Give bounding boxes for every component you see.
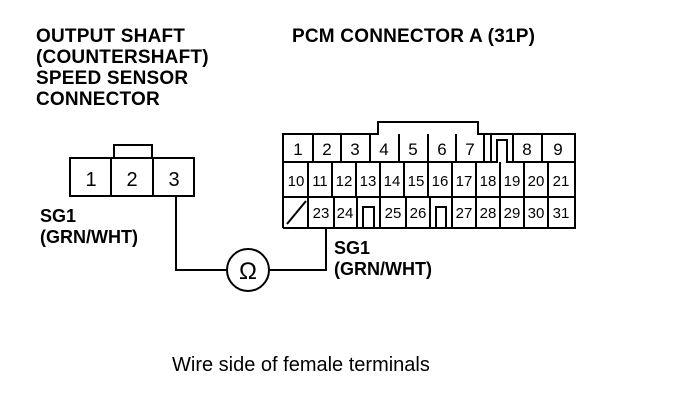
sensor-connector-title: OUTPUT SHAFT (COUNTERSHAFT) SPEED SENSOR… bbox=[36, 26, 209, 110]
test-wiring bbox=[175, 196, 327, 292]
pcm-pin-label: 31 bbox=[553, 205, 570, 222]
pcm-pin-label: 6 bbox=[437, 140, 446, 159]
pcm-pin-label: 15 bbox=[408, 173, 425, 190]
pcm-pin-label: 17 bbox=[456, 173, 473, 190]
pcm-pin-label: 26 bbox=[410, 205, 427, 222]
pcm-pin-label: 29 bbox=[504, 205, 521, 222]
pcm-pin-label: 8 bbox=[522, 140, 531, 159]
sensor-pin-1: 1 bbox=[85, 169, 96, 191]
sensor-pin-labels: 1 2 3 bbox=[85, 169, 179, 191]
sensor-title-line: OUTPUT SHAFT bbox=[36, 26, 186, 47]
pcm-row-2-labels: 10 11 12 13 14 15 16 17 18 19 20 21 bbox=[288, 173, 570, 190]
pcm-pin-label: 23 bbox=[313, 205, 330, 222]
pcm-pin-label: 18 bbox=[480, 173, 497, 190]
sensor-connector-latch bbox=[113, 144, 153, 159]
sensor-test-lead bbox=[175, 196, 226, 271]
wire-label-line: (GRN/WHT) bbox=[40, 227, 138, 247]
pcm-pin-label: 3 bbox=[350, 140, 359, 159]
pcm-pin-label: 14 bbox=[384, 173, 401, 190]
pcm-wire-label: SG1 (GRN/WHT) bbox=[334, 238, 432, 280]
pcm-pin-label: 13 bbox=[360, 173, 377, 190]
pcm-pin-label: 25 bbox=[385, 205, 402, 222]
ohmmeter-symbol bbox=[226, 248, 270, 292]
pcm-pin-label: 12 bbox=[336, 173, 353, 190]
wire-label-line: SG1 bbox=[40, 206, 77, 226]
sensor-title-line: SPEED SENSOR bbox=[36, 68, 189, 89]
wire-label-line: SG1 bbox=[334, 238, 371, 258]
pcm-pin-label: 4 bbox=[379, 140, 388, 159]
sensor-title-line: (COUNTERSHAFT) bbox=[36, 47, 209, 68]
pcm-pin-label: 10 bbox=[288, 173, 305, 190]
pcm-pin-label: 7 bbox=[465, 140, 474, 159]
pcm-pin-label: 21 bbox=[553, 173, 570, 190]
sensor-wire-label: SG1 (GRN/WHT) bbox=[40, 206, 138, 248]
pcm-connector-title: PCM CONNECTOR A (31P) bbox=[292, 26, 536, 47]
ohm-icon: Ω bbox=[239, 258, 257, 285]
pcm-row-1-labels: 1 2 3 4 5 6 7 8 9 bbox=[293, 140, 562, 159]
sensor-connector bbox=[69, 144, 195, 197]
key-notch bbox=[356, 197, 381, 229]
pcm-pin-label: 1 bbox=[293, 140, 302, 159]
pcm-pin-label: 9 bbox=[553, 140, 562, 159]
pcm-pin-label: 11 bbox=[312, 173, 328, 190]
pcm-pin-label: 27 bbox=[456, 205, 473, 222]
sensor-pin-3: 3 bbox=[168, 169, 179, 191]
diagram-caption: Wire side of female terminals bbox=[172, 354, 430, 376]
pcm-test-lead bbox=[270, 228, 327, 271]
key-notch bbox=[429, 197, 453, 229]
pcm-pin-label: 2 bbox=[322, 140, 331, 159]
pcm-pin-label: 19 bbox=[504, 173, 521, 190]
pcm-pin-label: 30 bbox=[528, 205, 545, 222]
wire-label-line: (GRN/WHT) bbox=[334, 259, 432, 279]
sensor-title-line: CONNECTOR bbox=[36, 89, 160, 110]
key-notch bbox=[490, 134, 514, 163]
pcm-pin-label: 20 bbox=[528, 173, 545, 190]
pcm-connector bbox=[282, 121, 576, 229]
pcm-pin-label: 16 bbox=[432, 173, 449, 190]
pcm-pin-label: 24 bbox=[337, 205, 354, 222]
blank-cell-slash bbox=[286, 200, 307, 225]
pcm-pin-label: 28 bbox=[480, 205, 497, 222]
pcm-pin-label: 5 bbox=[408, 140, 417, 159]
sensor-pin-2: 2 bbox=[126, 169, 137, 191]
pcm-row-3-labels: 23 24 25 26 27 28 29 30 31 bbox=[313, 205, 570, 222]
